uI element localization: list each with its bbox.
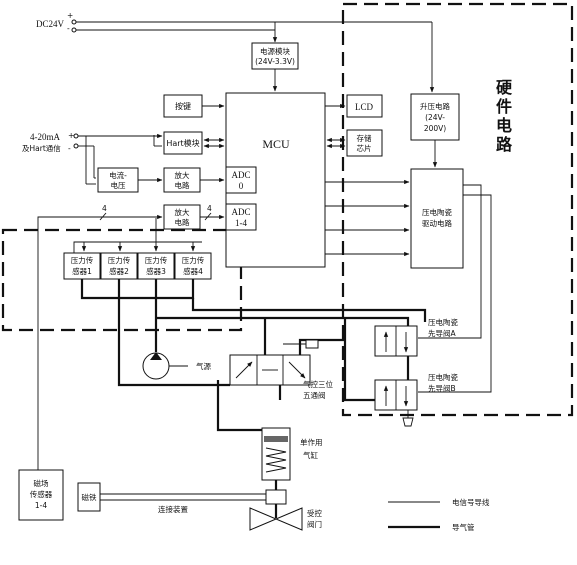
bus-count-a: 4 <box>102 204 107 213</box>
pilot-b-line2: 先导阀B <box>428 383 456 393</box>
actuator-block <box>265 489 287 505</box>
dc24v-minus: - <box>67 24 70 33</box>
mag-sensor-line1: 磁场 <box>34 478 49 488</box>
piezo-driver <box>410 168 464 269</box>
pressure-sensor-1 <box>63 252 101 280</box>
amp-circuit-1 <box>163 204 201 230</box>
cylinder-piston <box>264 436 288 442</box>
hardware-title-1: 硬 <box>496 78 513 97</box>
adc0-block <box>225 166 257 194</box>
amp1-line2: 电路 <box>175 217 190 227</box>
input-signal-line2: 及Hart通信 <box>22 143 61 153</box>
boost-line3: 200V) <box>424 124 446 133</box>
cur-volt-line1: 电流- <box>109 170 127 180</box>
mcu-label: MCU <box>262 137 290 151</box>
input-plus: + <box>68 131 74 140</box>
magnetic-sensor <box>18 469 64 521</box>
pilot-a-line1: 压电陶瓷 <box>428 317 458 327</box>
sensor3-line1: 压力传 <box>145 255 168 265</box>
storage-line2: 芯片 <box>357 143 372 153</box>
input-terminal-minus <box>73 143 79 149</box>
terminal-minus <box>71 27 77 33</box>
bus-count-b: 4 <box>207 204 212 213</box>
adc0-line2: 0 <box>239 181 244 191</box>
pilot-a-line2: 先导阀A <box>428 328 456 338</box>
valve3-line2: 五通阀 <box>303 390 326 400</box>
adc0-line1: ADC <box>231 170 250 180</box>
sensor4-line2: 感器4 <box>183 266 203 276</box>
mag-sensor-line2: 传感器 <box>30 489 53 499</box>
sensor3-line2: 感器3 <box>146 266 166 276</box>
valve-spring-box <box>305 339 319 349</box>
control-valve <box>249 507 303 531</box>
hardware-title-3: 电 <box>496 116 512 135</box>
lcd-label: LCD <box>355 102 374 112</box>
sensor-region <box>1 228 243 332</box>
cylinder-line2: 气缸 <box>303 450 318 460</box>
exhaust-muffler <box>402 417 414 427</box>
adc1-4-block <box>225 203 257 231</box>
sensor2-line1: 压力传 <box>108 255 131 265</box>
hardware-title-4: 路 <box>496 135 513 154</box>
piezo-driver-line1: 压电陶瓷 <box>422 207 452 217</box>
lcd-block <box>346 94 383 118</box>
pilot-b-line1: 压电陶瓷 <box>428 372 458 382</box>
mcu-block <box>225 92 326 268</box>
amp0-line1: 放大 <box>175 170 190 180</box>
hardware-title-2: 件 <box>496 97 512 116</box>
power-module-line1: 电源模块 <box>260 46 290 56</box>
storage-chip <box>346 129 383 157</box>
sensor1-line1: 压力传 <box>71 255 94 265</box>
control-valve-line2: 阀门 <box>307 520 322 529</box>
air-source-arrow <box>150 352 162 360</box>
storage-line1: 存储 <box>357 133 372 143</box>
hart-module <box>163 131 203 155</box>
cur-volt-line2: 电压 <box>111 180 126 190</box>
terminal-plus <box>71 19 77 25</box>
control-valve-line1: 受控 <box>307 508 322 518</box>
sensor4-line1: 压力传 <box>182 255 205 265</box>
cylinder-spring <box>265 447 287 473</box>
hardware-region <box>341 2 574 417</box>
sensor2-line2: 感器2 <box>109 266 129 276</box>
hart-label: Hart模块 <box>166 138 199 148</box>
input-minus: - <box>68 144 71 153</box>
magnet-block <box>77 482 101 512</box>
valve3-line1: 气控三位 <box>303 379 333 389</box>
sensor1-line2: 感器1 <box>72 266 92 276</box>
dc24v-plus: + <box>67 11 73 20</box>
boost-line1: 升压电路 <box>420 101 450 111</box>
air-source-label: 气源 <box>196 361 211 371</box>
keys-label: 按键 <box>175 101 191 111</box>
cylinder-line1: 单作用 <box>300 437 323 447</box>
legend-air-label: 导气管 <box>452 522 475 532</box>
amp1-line1: 放大 <box>175 207 190 217</box>
linkage-label: 连接装置 <box>158 504 188 514</box>
adc1-line2: 1-4 <box>235 218 247 228</box>
dc24v-label: DC24V <box>36 19 65 29</box>
power-module <box>251 42 299 70</box>
mag-sensor-line3: 1-4 <box>35 501 47 510</box>
boost-line2: (24V- <box>425 113 445 122</box>
input-terminal-plus <box>73 133 79 139</box>
power-module-line2: (24V-3.3V) <box>255 57 295 66</box>
input-signal-line1: 4-20mA <box>30 132 60 142</box>
amp0-line2: 电路 <box>175 180 190 190</box>
piezo-driver-line2: 驱动电路 <box>422 218 452 228</box>
magnet-label: 磁铁 <box>82 492 97 502</box>
current-voltage <box>97 167 139 193</box>
adc1-line1: ADC <box>231 207 250 217</box>
legend-signal-label: 电信号导线 <box>452 497 490 507</box>
